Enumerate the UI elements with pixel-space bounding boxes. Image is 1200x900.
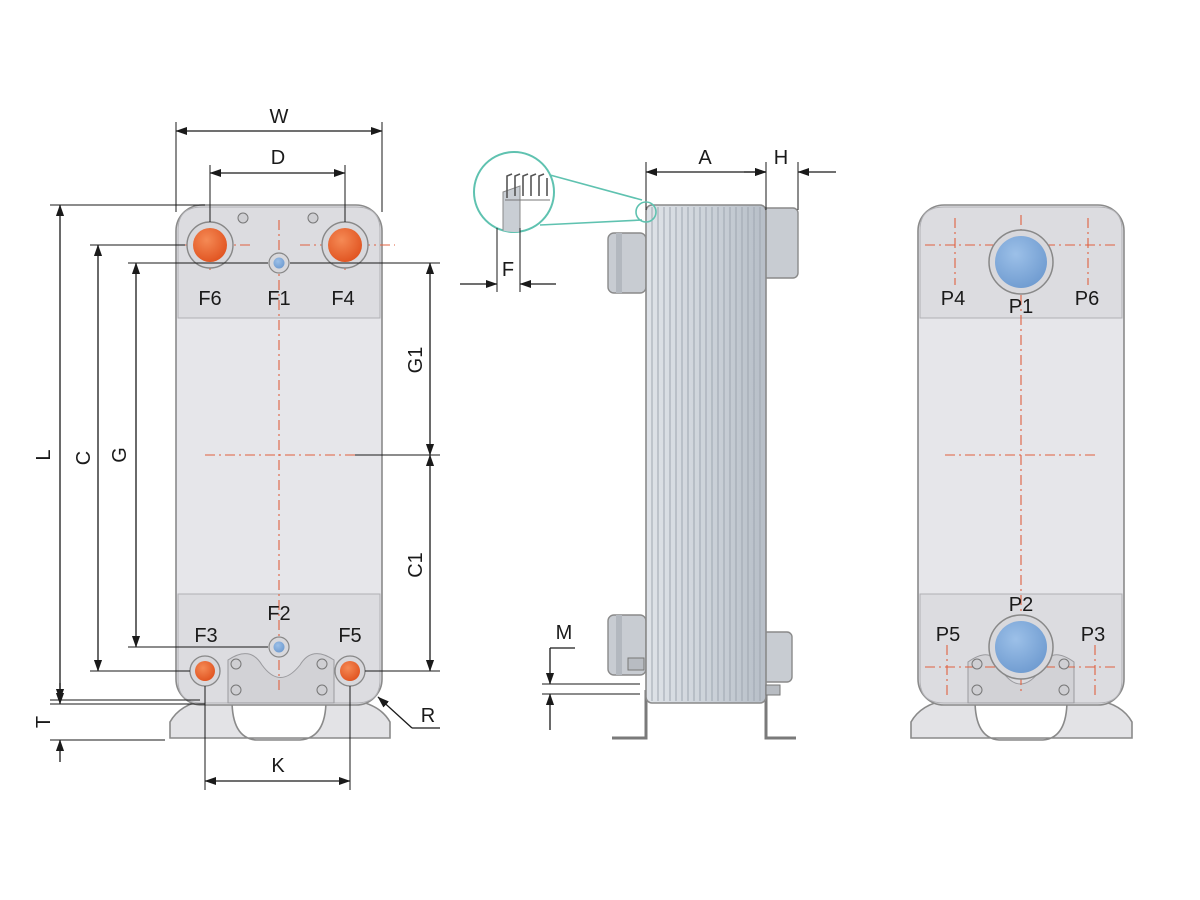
label-f2: F2 <box>267 603 290 625</box>
front-foot <box>169 699 391 741</box>
side-connection-top-left <box>607 232 647 294</box>
dim-r: R <box>421 705 435 727</box>
bolt <box>316 658 328 670</box>
detail-leader-bottom <box>539 219 643 226</box>
label-f6: F6 <box>198 288 221 310</box>
dim-k: K <box>271 755 285 777</box>
side-connection-top-right <box>761 207 799 279</box>
port-f5 <box>340 661 360 681</box>
bolt <box>237 212 249 224</box>
label-p6: P6 <box>1075 288 1099 310</box>
dim-t: T <box>33 716 55 728</box>
label-p1: P1 <box>1009 296 1033 318</box>
side-ribs <box>651 207 761 701</box>
bolt <box>230 658 242 670</box>
port-f3 <box>195 661 215 681</box>
label-f3: F3 <box>194 625 217 647</box>
dim-l: L <box>33 449 55 460</box>
front-bottom-lobe <box>227 653 335 704</box>
label-p4: P4 <box>941 288 965 310</box>
bolt <box>307 212 319 224</box>
detail-target-circle <box>635 201 657 223</box>
detail-callout-content <box>502 173 550 232</box>
bolt <box>1058 684 1070 696</box>
label-f5: F5 <box>338 625 361 647</box>
label-p3: P3 <box>1081 624 1105 646</box>
dim-h: H <box>774 147 788 169</box>
dim-g: G <box>109 447 131 463</box>
dim-g1: G1 <box>405 347 427 374</box>
port-f1 <box>273 257 285 269</box>
dim-c: C <box>73 451 95 465</box>
dim-f: F <box>502 259 514 281</box>
port-p2 <box>995 621 1047 673</box>
side-bolt <box>765 684 781 696</box>
label-p5: P5 <box>936 624 960 646</box>
back-view: P4 P1 P6 P2 P5 P3 <box>910 204 1133 741</box>
port-f2 <box>273 641 285 653</box>
port-f4 <box>328 228 362 262</box>
dim-w: W <box>270 106 289 128</box>
dim-a: A <box>698 147 712 169</box>
side-bolt <box>627 657 645 671</box>
port-p1 <box>995 236 1047 288</box>
bolt <box>971 658 983 670</box>
side-bracket-left <box>612 690 648 740</box>
label-p2: P2 <box>1009 594 1033 616</box>
side-view: A H F <box>460 147 836 740</box>
dim-d: D <box>271 147 285 169</box>
dim-c1: C1 <box>405 552 427 578</box>
side-bracket-right <box>764 690 796 740</box>
detail-leader-top <box>549 174 643 201</box>
back-foot <box>910 699 1133 741</box>
port-f6 <box>193 228 227 262</box>
bolt <box>971 684 983 696</box>
bolt <box>1058 658 1070 670</box>
bolt <box>230 684 242 696</box>
dim-m: M <box>556 622 573 644</box>
front-view: F6 F1 F4 F2 F3 F5 W D L C G <box>33 106 440 790</box>
label-f4: F4 <box>331 288 354 310</box>
label-f1: F1 <box>267 288 290 310</box>
bolt <box>316 684 328 696</box>
